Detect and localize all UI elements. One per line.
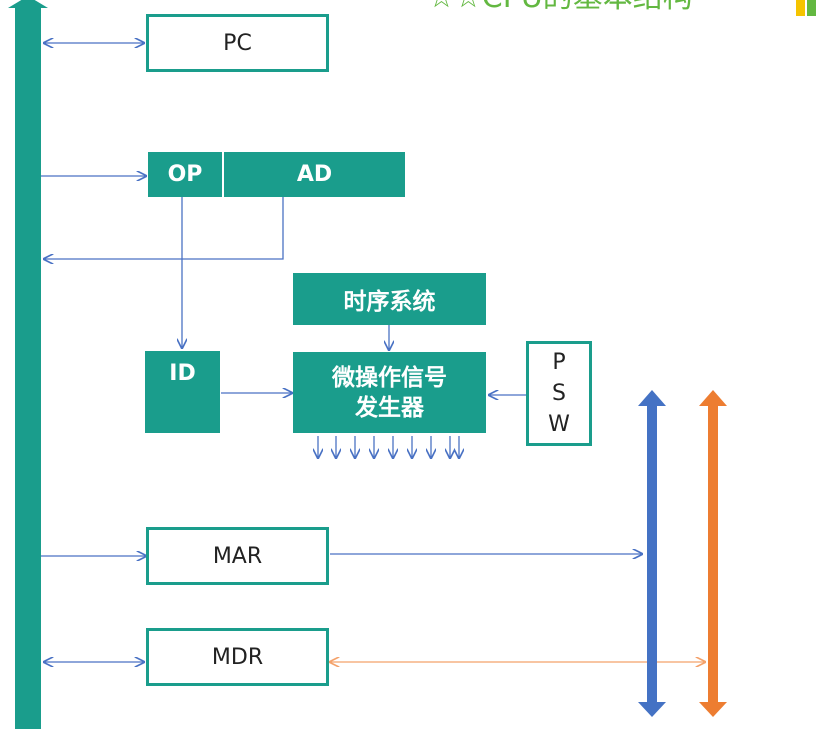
internal-bus-arrowhead: [8, 0, 48, 8]
micro-label-line2: 发生器: [355, 394, 424, 421]
micro-op-signal-arrows: [318, 436, 459, 458]
psw-letter-s: S: [552, 381, 566, 406]
mdr-label: MDR: [211, 644, 264, 670]
pc-label: PC: [223, 30, 252, 56]
timing-label: 时序系统: [343, 289, 436, 315]
instruction-decoder: ID: [145, 351, 220, 433]
slide-title: ☆☆CPU的基本结构: [428, 0, 693, 18]
ir-op-field: OP: [148, 152, 222, 197]
title-decoration: [790, 0, 821, 16]
micro-op-generator: 微操作信号 发生器: [293, 352, 486, 433]
ad-to-bus-arrow: [44, 196, 284, 259]
address-bus: [638, 390, 666, 717]
op-label: OP: [167, 162, 203, 187]
timing-system: 时序系统: [293, 273, 486, 325]
decor-bar-green: [807, 0, 816, 16]
mdr-register: MDR: [146, 628, 329, 686]
mar-register: MAR: [146, 527, 329, 585]
psw-letter-p: P: [552, 350, 566, 375]
decor-bar-yellow: [796, 0, 805, 16]
pc-register: PC: [146, 14, 329, 72]
data-bus: [699, 390, 727, 717]
psw-register: P S W: [526, 341, 592, 446]
mar-label: MAR: [212, 543, 263, 569]
id-label: ID: [169, 361, 196, 386]
ad-label: AD: [296, 162, 333, 187]
micro-label-line1: 微操作信号: [332, 364, 447, 391]
ir-ad-field: AD: [224, 152, 405, 197]
psw-letter-w: W: [548, 412, 570, 437]
internal-bus: [15, 8, 41, 729]
